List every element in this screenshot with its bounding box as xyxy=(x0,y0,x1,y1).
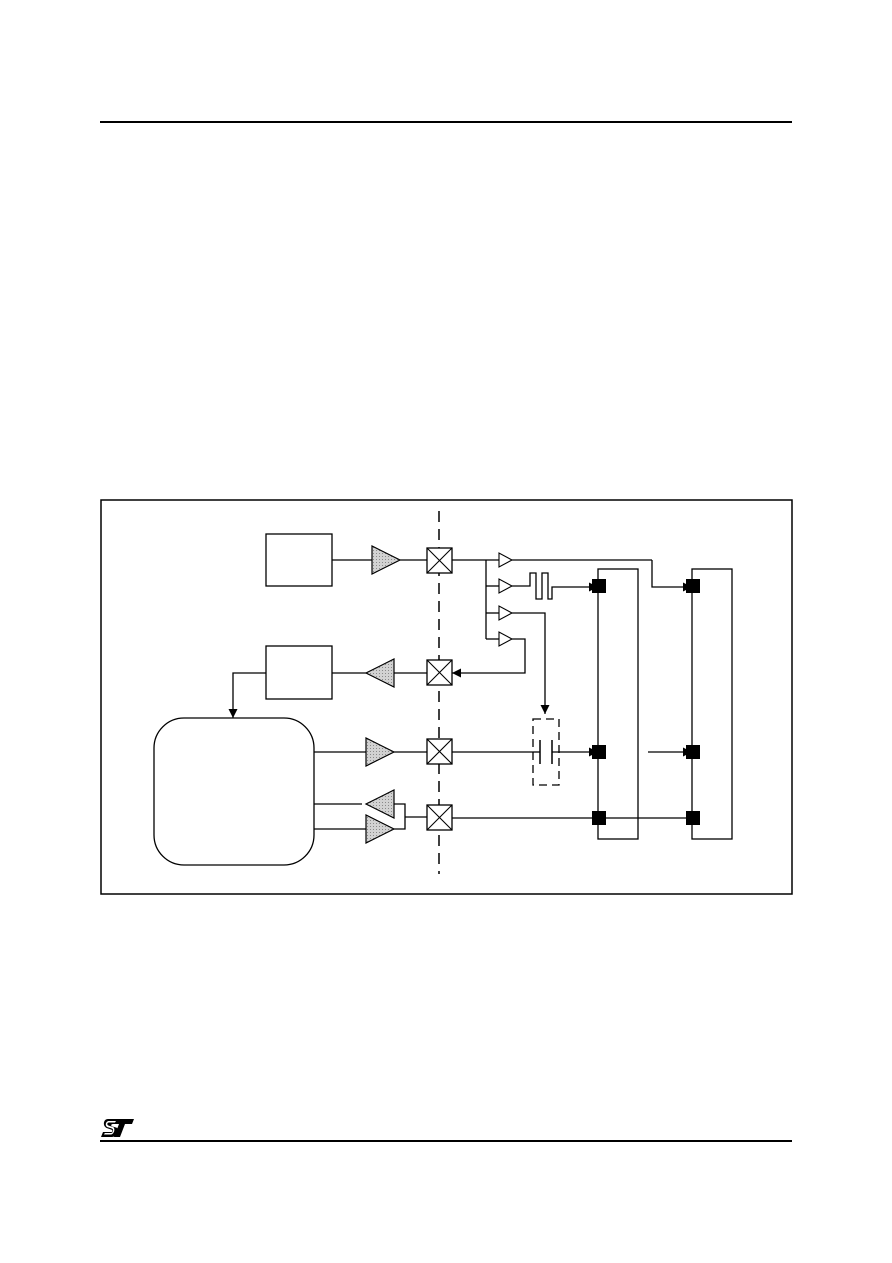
buffer-icon xyxy=(498,552,514,568)
buffer-icon xyxy=(365,737,396,767)
buffer-icon xyxy=(364,789,395,819)
st-logo-icon xyxy=(100,1117,136,1139)
buffer-icon xyxy=(365,814,396,844)
buffer-icon xyxy=(364,658,395,688)
buffer-icon xyxy=(498,631,514,647)
receiver-block xyxy=(265,645,333,700)
controller-block xyxy=(153,717,315,866)
pad-1 xyxy=(592,579,700,593)
pad-2 xyxy=(592,745,700,759)
pad-cross-icon xyxy=(426,804,453,831)
rail-2 xyxy=(691,568,733,840)
header-rule xyxy=(100,121,792,123)
buffer-icon xyxy=(498,605,514,621)
pad-cross-icon xyxy=(426,547,453,574)
buffer-icon xyxy=(371,545,402,575)
pad-3 xyxy=(592,811,700,825)
pad-cross-icon xyxy=(426,738,453,765)
figure-frame xyxy=(100,499,793,895)
rail-1 xyxy=(597,568,639,840)
buffer-icon xyxy=(498,578,514,594)
pulse-icon xyxy=(512,572,566,600)
footer-rule xyxy=(100,1140,792,1142)
block-diagram xyxy=(100,499,793,895)
pad-cross-icon xyxy=(426,659,453,686)
source-block xyxy=(265,533,333,587)
